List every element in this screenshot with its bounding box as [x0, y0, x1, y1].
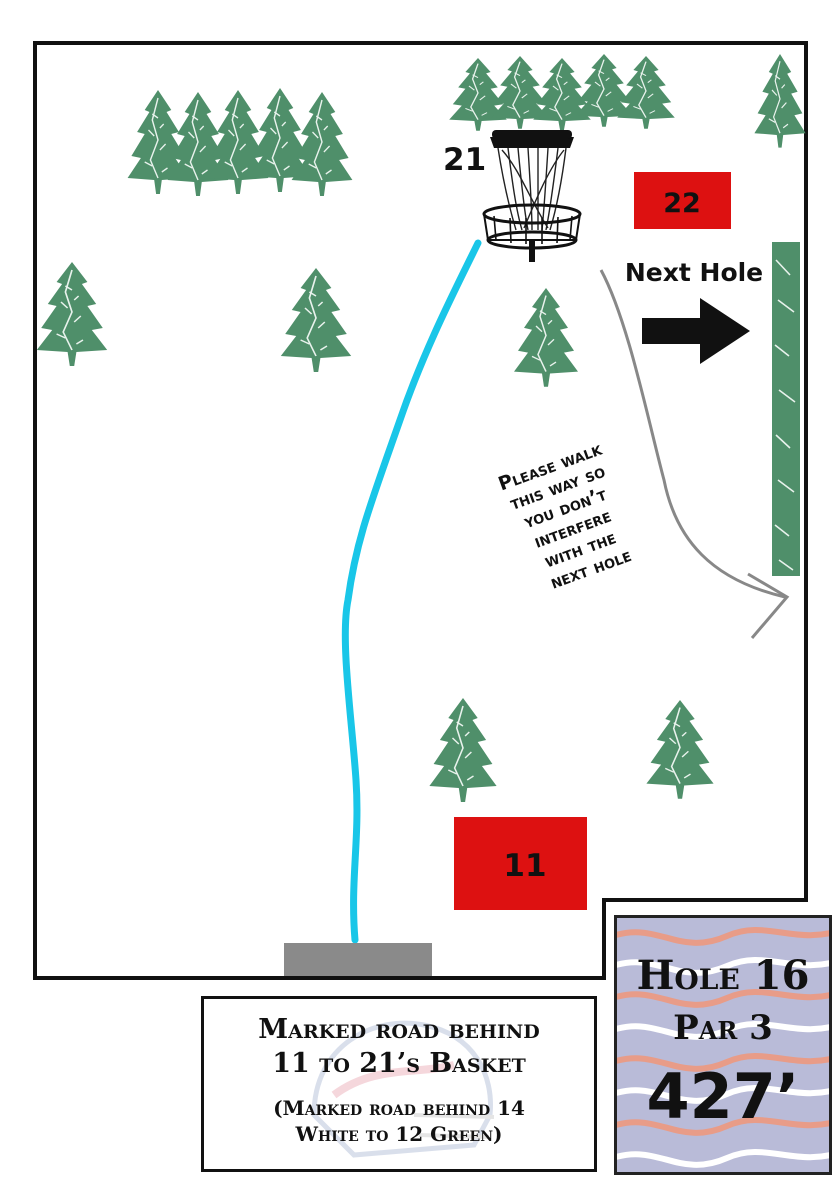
- tee-label: 11: [503, 848, 546, 884]
- basket-icon: [482, 130, 582, 262]
- throw-line: [341, 239, 482, 944]
- basket-number: 21: [443, 142, 486, 178]
- tee-pad: [454, 817, 587, 910]
- hole-par: Par 3: [673, 1008, 773, 1048]
- tree-cluster-top-left: [126, 87, 354, 197]
- info-main: Marked road behind 11 to 21’s Basket: [204, 1013, 594, 1081]
- helmet-watermark-icon: [311, 1020, 495, 1158]
- info-box: Marked road behind 11 to 21’s Basket (Ma…: [201, 996, 597, 1172]
- hole-distance: 427’: [646, 1060, 800, 1133]
- hole-number: Hole 16: [636, 952, 810, 999]
- walk-path-arrowhead: [747, 572, 790, 639]
- next-hole-label: Next Hole: [625, 258, 763, 287]
- next-tee-label: 22: [663, 188, 701, 219]
- info-sub-line2: White to 12 Green): [295, 1122, 503, 1146]
- right-arrow-icon: [642, 298, 750, 364]
- zubaz-pattern: [617, 918, 829, 1172]
- info-main-line2: 11 to 21’s Basket: [272, 1048, 526, 1079]
- marked-road: [284, 943, 432, 976]
- info-main-line1: Marked road behind: [258, 1014, 540, 1045]
- tree-column-right: [772, 242, 800, 576]
- next-tee-pad: [634, 172, 731, 229]
- info-sub-line1: (Marked road behind 14: [273, 1096, 525, 1120]
- hole-info-box: Hole 16 Par 3 427’: [614, 915, 832, 1175]
- fairway-boundary: [33, 41, 808, 980]
- walk-path: [599, 269, 786, 599]
- info-sub: (Marked road behind 14 White to 12 Green…: [204, 1095, 594, 1147]
